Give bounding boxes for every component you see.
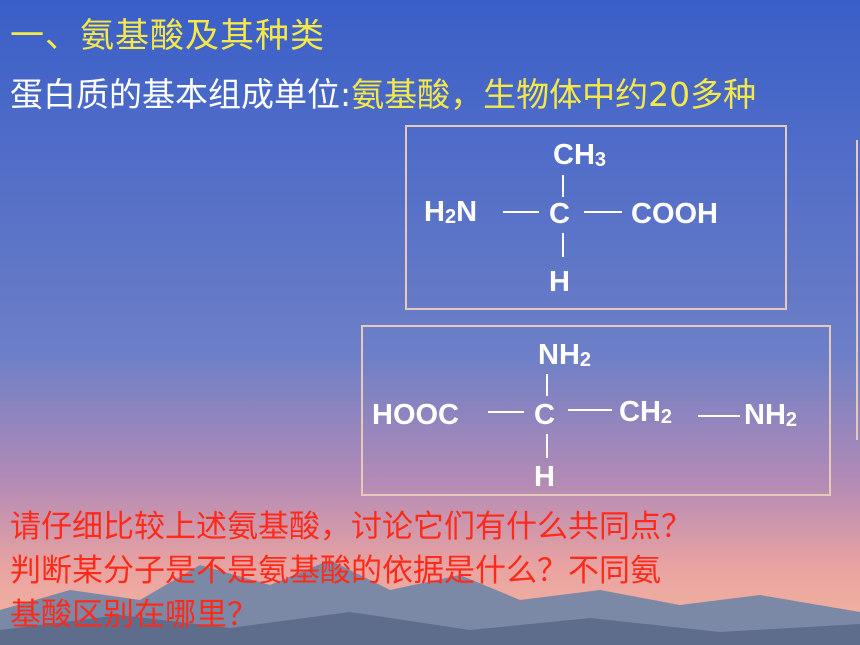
structure-1-left-tail: N (456, 196, 478, 228)
structure-1-left-subscript: 2 (444, 206, 457, 228)
slide-subtitle: 蛋白质的基本组成单位:氨基酸，生物体中约20多种 (10, 68, 756, 116)
structure-1-top-text: CH (553, 139, 595, 171)
structure-1-bond-bottom (562, 233, 564, 257)
structure-1-left-group: H2N (424, 196, 477, 229)
structure-2-right-text: CH (619, 396, 661, 428)
question-line-1: 请仔细比较上述氨基酸，讨论它们有什么共同点？ (10, 509, 692, 545)
structure-2-bond-far-right (698, 415, 740, 417)
structure-1-bond-left (503, 211, 539, 213)
structure-2-bond-right (568, 409, 612, 411)
slide-title: 一、氨基酸及其种类 (10, 16, 325, 56)
mountain-silhouette (0, 560, 860, 645)
structure-2-center-atom: C (534, 399, 555, 431)
structure-1-top-group: CH3 (553, 139, 606, 172)
structure-2-right-group: CH2 (619, 396, 672, 429)
offscreen-box-edge (856, 140, 860, 440)
structure-2-bottom-atom: H (534, 461, 555, 493)
subtitle-highlight: 氨基酸，生物体中约20多种 (351, 75, 757, 114)
structure-1-right-group: COOH (631, 198, 718, 230)
structure-2-top-text: NH (538, 339, 580, 371)
structure-2-bond-top (546, 374, 548, 396)
structure-2-far-right-group: NH2 (744, 399, 797, 432)
structure-2-bond-bottom (546, 434, 548, 458)
structure-1-bond-right (584, 211, 622, 213)
structure-2-left-group: HOOC (372, 399, 459, 431)
subtitle-prefix: 蛋白质的基本组成单位: (10, 75, 352, 114)
structure-2-right-subscript: 2 (660, 406, 673, 428)
structure-1-bond-top (562, 175, 564, 197)
structure-1-bottom-atom: H (549, 266, 570, 298)
structure-1-left-text: H (424, 196, 445, 228)
structure-2-top-group: NH2 (538, 339, 591, 372)
structure-2-far-right-text: NH (744, 399, 786, 431)
structure-2-far-right-subscript: 2 (785, 409, 798, 431)
structure-1-center-atom: C (549, 198, 570, 230)
structure-2-box (361, 325, 831, 496)
structure-1-top-subscript: 3 (594, 149, 607, 171)
structure-2-top-subscript: 2 (579, 349, 592, 371)
structure-1-box (405, 125, 787, 310)
structure-2-bond-left (488, 411, 524, 413)
question-line-3: 基酸区别在哪里？ (10, 597, 258, 633)
discussion-question: 请仔细比较上述氨基酸，讨论它们有什么共同点？ 判断某分子是不是氨基酸的依据是什么… (10, 505, 692, 637)
question-line-2: 判断某分子是不是氨基酸的依据是什么？不同氨 (10, 553, 661, 589)
